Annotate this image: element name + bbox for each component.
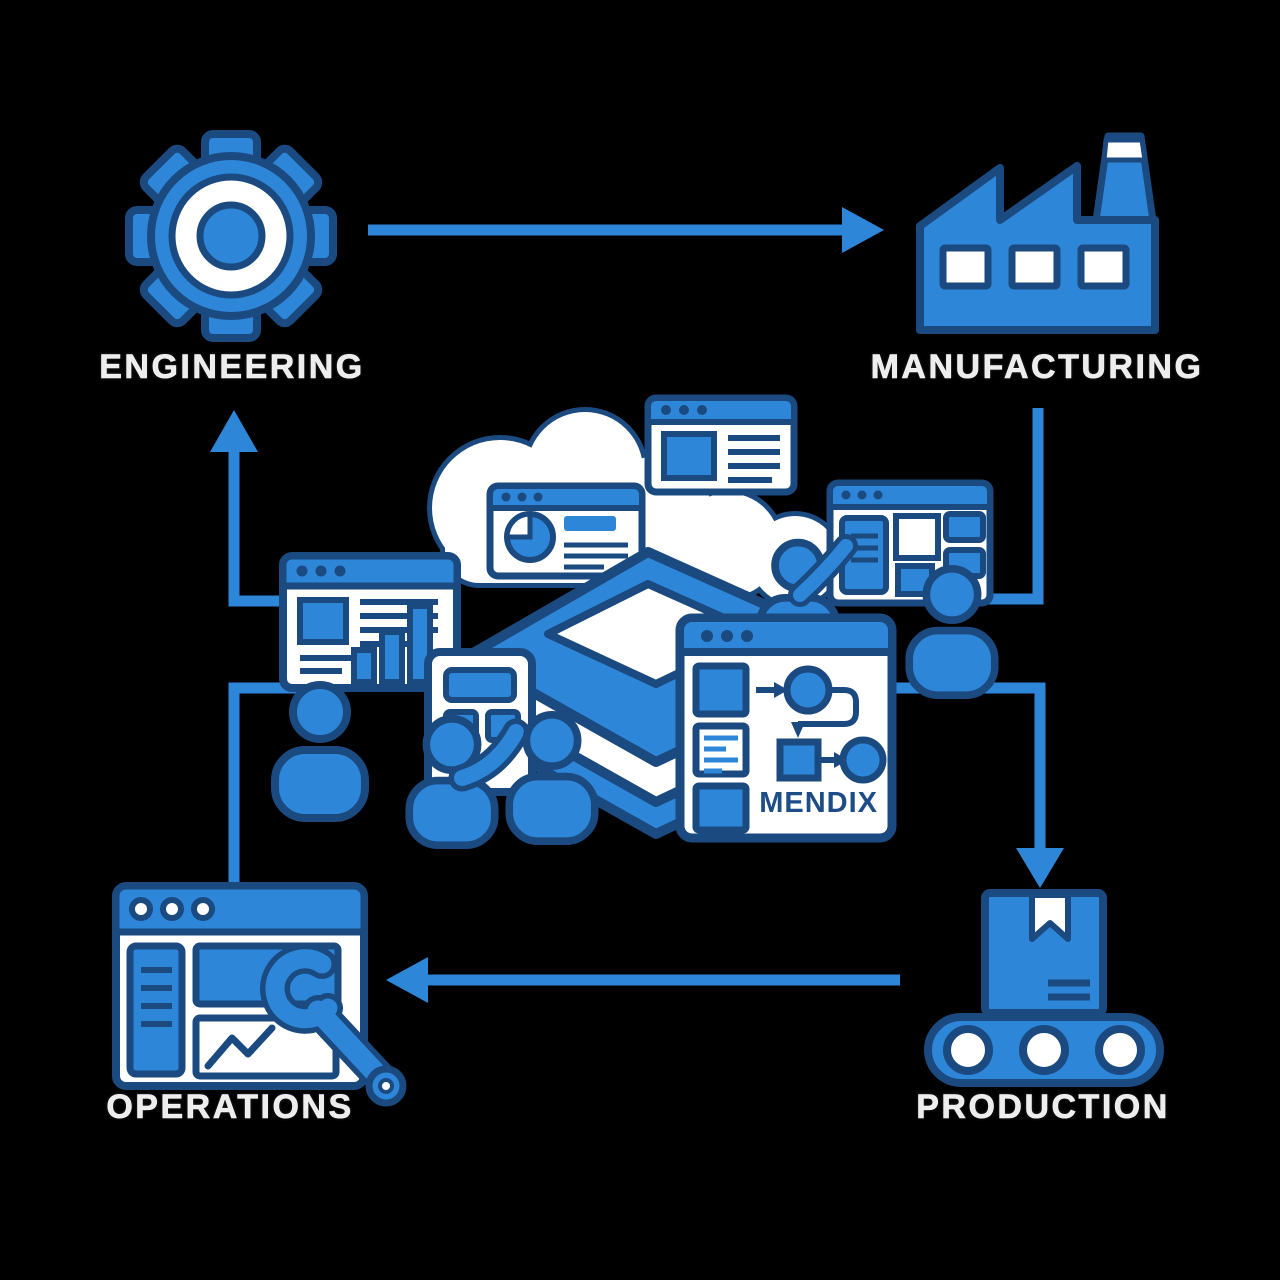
dashboard-window-icon	[826, 479, 994, 607]
browser-wrench-icon	[112, 882, 407, 1107]
person-raising-hand-icon	[409, 719, 530, 845]
gear-icon	[125, 130, 337, 342]
engineering-label: ENGINEERING	[99, 348, 365, 387]
arrow-center-to-production	[888, 682, 1064, 888]
connector-manufacturing-to-center	[982, 408, 1044, 605]
arrow-operations-to-engineering	[210, 410, 290, 607]
pie-chart-window-icon	[486, 482, 646, 580]
bar-chart-window-icon	[279, 552, 461, 692]
conveyor-box-icon	[924, 889, 1164, 1087]
person-pointing-icon	[760, 534, 858, 656]
manufacturing-label: MANUFACTURING	[870, 348, 1204, 387]
browser-window-text-icon	[644, 394, 798, 496]
person-icon	[275, 685, 365, 818]
mendix-brand-label: MENDIX	[759, 787, 878, 819]
arrow-engineering-to-manufacturing	[368, 207, 884, 253]
workflow-flowchart	[756, 665, 887, 784]
production-label: PRODUCTION	[916, 1088, 1170, 1127]
mendix-workflow-window-icon	[675, 613, 897, 843]
wrench-icon	[260, 943, 407, 1107]
arrow-production-to-operations	[386, 957, 900, 1003]
operations-label: OPERATIONS	[106, 1088, 354, 1127]
connector-center-left	[228, 682, 305, 890]
factory-icon	[916, 132, 1159, 334]
